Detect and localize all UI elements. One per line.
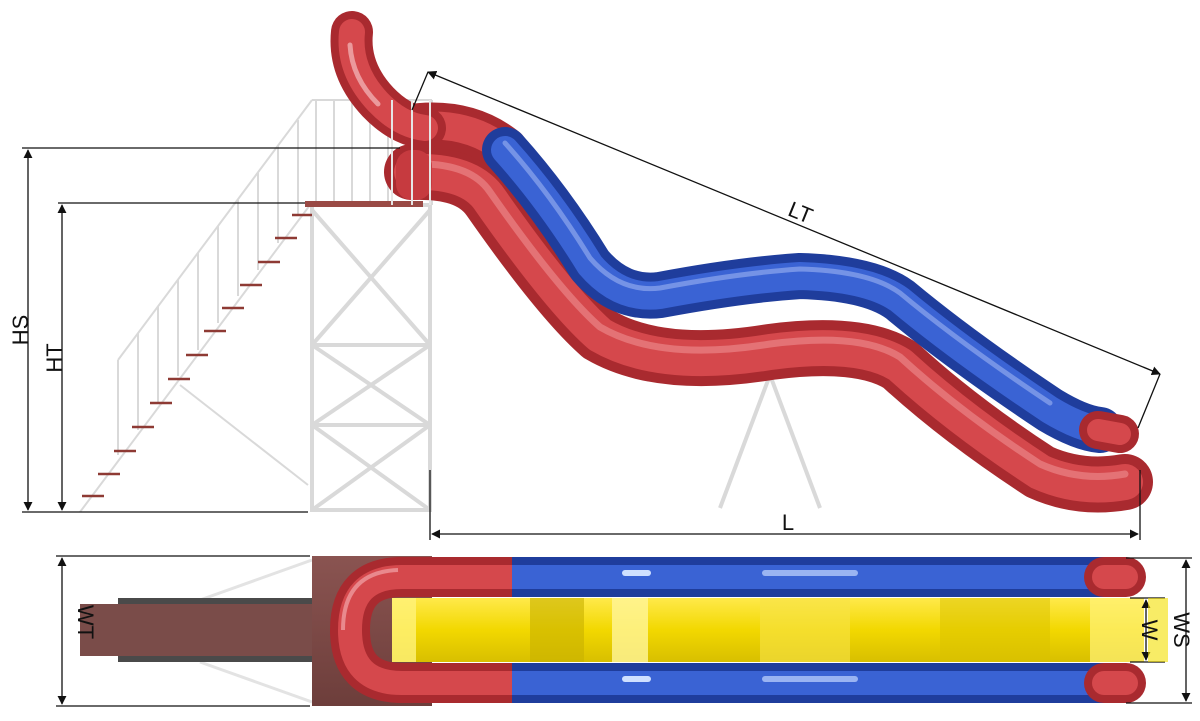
lower-tube-start [396, 150, 432, 200]
ws-label: WS [1169, 612, 1194, 647]
lane-edge-highlight [1148, 598, 1168, 662]
entry-tube [330, 11, 446, 149]
tower-frame [310, 203, 432, 512]
wt-label: WT [73, 605, 98, 639]
stair-top-view [80, 558, 316, 704]
hs-label: HS [8, 315, 33, 346]
top-view-tubes [380, 557, 1146, 703]
dimension-lines-top [56, 555, 1192, 707]
sliding-lane [392, 598, 1144, 662]
lt-label: LT [785, 197, 817, 229]
slide-support-frame [718, 374, 822, 509]
l-label: L [782, 510, 794, 535]
platform-deck [305, 201, 423, 207]
stair-frame [79, 99, 433, 513]
dimension-lines-side [22, 70, 1161, 540]
stair-steps [82, 213, 312, 498]
w-label: W [1137, 620, 1162, 641]
ht-label: HT [42, 343, 67, 372]
